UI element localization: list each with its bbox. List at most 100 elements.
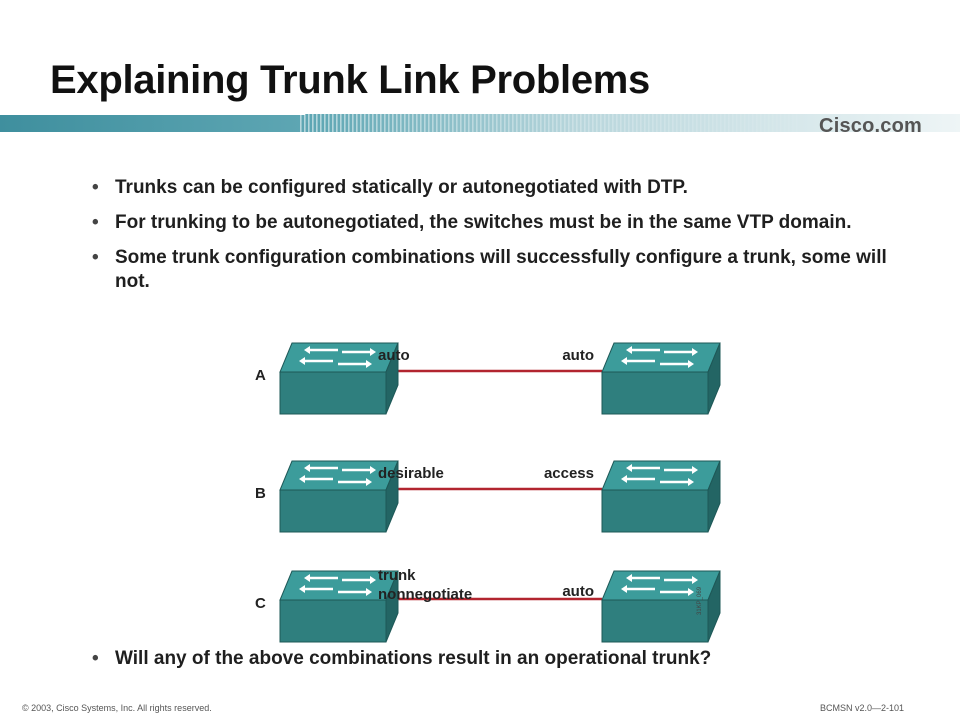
bullet-text: For trunking to be autonegotiated, the s…: [115, 212, 852, 233]
bullet-text: Trunks can be configured statically or a…: [115, 177, 688, 198]
switch-right[interactable]: [601, 460, 721, 533]
band-stripe: [596, 114, 598, 132]
band-stripe: [316, 114, 318, 132]
right-mode-label: auto: [562, 583, 594, 600]
band-stripe: [444, 114, 446, 132]
bullet-list: • Trunks can be configured statically or …: [92, 176, 912, 305]
arrow-left-icon: [299, 357, 305, 365]
band-stripe: [612, 114, 614, 132]
switch-front-face: [601, 489, 709, 533]
band-stripe: [728, 114, 730, 132]
arrow-left-icon: [621, 585, 627, 593]
arrow-left-icon: [626, 464, 632, 472]
band-stripe: [364, 114, 366, 132]
band-stripe: [732, 114, 734, 132]
band-stripe: [404, 114, 406, 132]
band-stripe: [788, 114, 790, 132]
question-bullet: •Will any of the above combinations resu…: [92, 647, 935, 671]
band-stripe: [504, 114, 506, 132]
band-stripe: [536, 114, 538, 132]
band-stripe: [356, 114, 358, 132]
row-label-a: A: [255, 367, 266, 384]
band-stripe: [472, 114, 474, 132]
switch-front-face: [279, 371, 387, 415]
band-stripe: [312, 114, 314, 132]
band-stripe: [324, 114, 326, 132]
cisco-logo[interactable]: Cisco.com: [819, 115, 922, 137]
band-stripe: [796, 114, 798, 132]
band-stripe: [396, 114, 398, 132]
header-band-fill: [0, 114, 960, 132]
bullet-text: Some trunk configuration combinations wi…: [115, 247, 887, 292]
band-stripe: [372, 114, 374, 132]
band-stripe: [476, 114, 478, 132]
band-stripe: [744, 114, 746, 132]
band-stripe: [644, 114, 646, 132]
bullet-dot-icon: •: [92, 177, 99, 198]
band-stripe: [384, 114, 386, 132]
band-stripe: [420, 114, 422, 132]
band-stripe: [672, 114, 674, 132]
band-stripe: [368, 114, 370, 132]
band-stripe: [780, 114, 782, 132]
band-stripe: [636, 114, 638, 132]
band-stripe: [300, 114, 302, 132]
switch-right[interactable]: [601, 342, 721, 415]
course-footer: BCMSN v2.0—2-101: [819, 703, 904, 713]
switch-front-face: [601, 599, 709, 643]
arrow-right-icon: [692, 576, 698, 584]
arrow-left-icon: [299, 475, 305, 483]
arrow-left-icon: [621, 357, 627, 365]
band-stripe: [496, 114, 498, 132]
switch-right[interactable]: [601, 570, 721, 643]
band-stripe: [560, 114, 562, 132]
left-mode-label: auto: [378, 347, 410, 364]
band-stripe: [344, 114, 346, 132]
band-stripe: [624, 114, 626, 132]
band-stripe: [548, 114, 550, 132]
band-stripe: [304, 114, 306, 132]
band-stripe: [572, 114, 574, 132]
band-stripe: [520, 114, 522, 132]
switch-front-face: [601, 371, 709, 415]
band-stripe: [648, 114, 650, 132]
band-stripe: [352, 114, 354, 132]
band-stripe: [460, 114, 462, 132]
switch-left[interactable]: [279, 342, 399, 415]
band-stripe: [580, 114, 582, 132]
switch-left[interactable]: [279, 460, 399, 533]
question-text: Will any of the above combinations resul…: [115, 648, 712, 669]
band-stripe: [668, 114, 670, 132]
arrow-right-icon: [370, 466, 376, 474]
band-stripe: [336, 114, 338, 132]
band-stripe: [564, 114, 566, 132]
band-stripe: [772, 114, 774, 132]
arrow-right-icon: [692, 466, 698, 474]
band-stripe: [500, 114, 502, 132]
band-stripe: [440, 114, 442, 132]
band-stripe: [664, 114, 666, 132]
switch-left[interactable]: [279, 570, 399, 643]
band-stripe: [448, 114, 450, 132]
switch-side-face: [707, 570, 721, 643]
band-stripe: [552, 114, 554, 132]
left-mode-label: trunk: [378, 567, 416, 584]
band-stripe: [568, 114, 570, 132]
band-stripe: [392, 114, 394, 132]
arrow-left-icon: [626, 346, 632, 354]
arrow-right-icon: [366, 360, 372, 368]
band-stripe: [768, 114, 770, 132]
band-stripe: [708, 114, 710, 132]
band-stripe: [600, 114, 602, 132]
bullet-item: •For trunking to be autonegotiated, the …: [92, 211, 912, 235]
band-stripe: [604, 114, 606, 132]
band-stripe: [616, 114, 618, 132]
bullet-dot-icon: •: [92, 247, 99, 268]
arrow-right-icon: [366, 588, 372, 596]
switch-side-face: [385, 460, 399, 533]
switch-side-face: [707, 460, 721, 533]
band-stripe: [308, 114, 310, 132]
slide-title: Explaining Trunk Link Problems: [50, 58, 651, 102]
switch-front-face: [279, 489, 387, 533]
